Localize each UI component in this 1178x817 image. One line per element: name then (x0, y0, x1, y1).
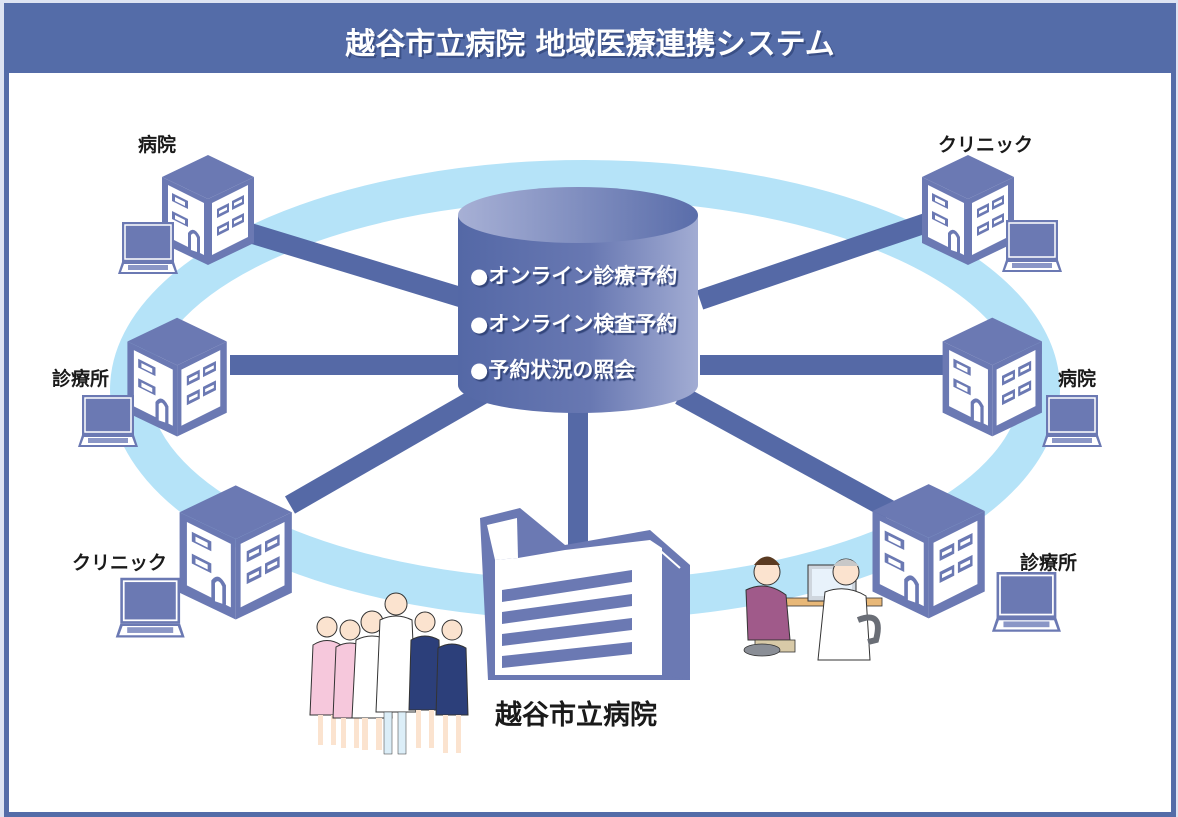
node-label-top-right: クリニック (938, 134, 1034, 156)
staff-figure (435, 619, 469, 753)
patient-figure (743, 556, 796, 657)
link-bottom-left (285, 381, 495, 514)
staff-figure (408, 611, 442, 748)
building-icon (127, 317, 227, 437)
node-label-bottom-left: クリニック (72, 552, 168, 574)
building-icon (162, 155, 254, 265)
node-label-middle-left: 診療所 (52, 368, 110, 390)
laptop-icon (117, 221, 179, 275)
building-icon (942, 317, 1042, 437)
diagram-title: 越谷市立病院 地域医療連携システム (345, 26, 835, 62)
node-label-middle-right: 病院 (1058, 368, 1097, 390)
db-item-status-inquiry: ●予約状況の照会 (470, 358, 636, 382)
laptop-icon (1001, 219, 1063, 273)
building-icon (872, 484, 985, 619)
main-hospital-label: 越谷市立病院 (495, 700, 657, 731)
main-hospital-building-icon (480, 508, 690, 680)
link-top-left (237, 220, 473, 310)
db-item-online-consultation: ●オンライン診療予約 (470, 264, 678, 288)
node-label-bottom-right: 診療所 (1020, 552, 1078, 574)
building-icon (179, 485, 292, 620)
doctor-figure (817, 558, 881, 661)
title-bar: 越谷市立病院 地域医療連携システム (9, 8, 1171, 73)
building-icon (922, 155, 1014, 265)
consultation-illustration (743, 556, 883, 661)
staff-illustration (309, 592, 469, 755)
link-bottom-right (675, 386, 895, 519)
node-label-top-left: 病院 (138, 134, 177, 156)
connection-lines (230, 210, 950, 545)
laptop-icon (991, 571, 1062, 633)
male-doctor-figure (375, 592, 417, 755)
database-cylinder-icon (458, 187, 698, 413)
laptop-icon (114, 576, 186, 639)
laptop-icon (77, 394, 139, 448)
db-item-online-exam: ●オンライン検査予約 (470, 312, 678, 336)
laptop-icon (1041, 394, 1103, 448)
link-top-right (696, 210, 939, 310)
